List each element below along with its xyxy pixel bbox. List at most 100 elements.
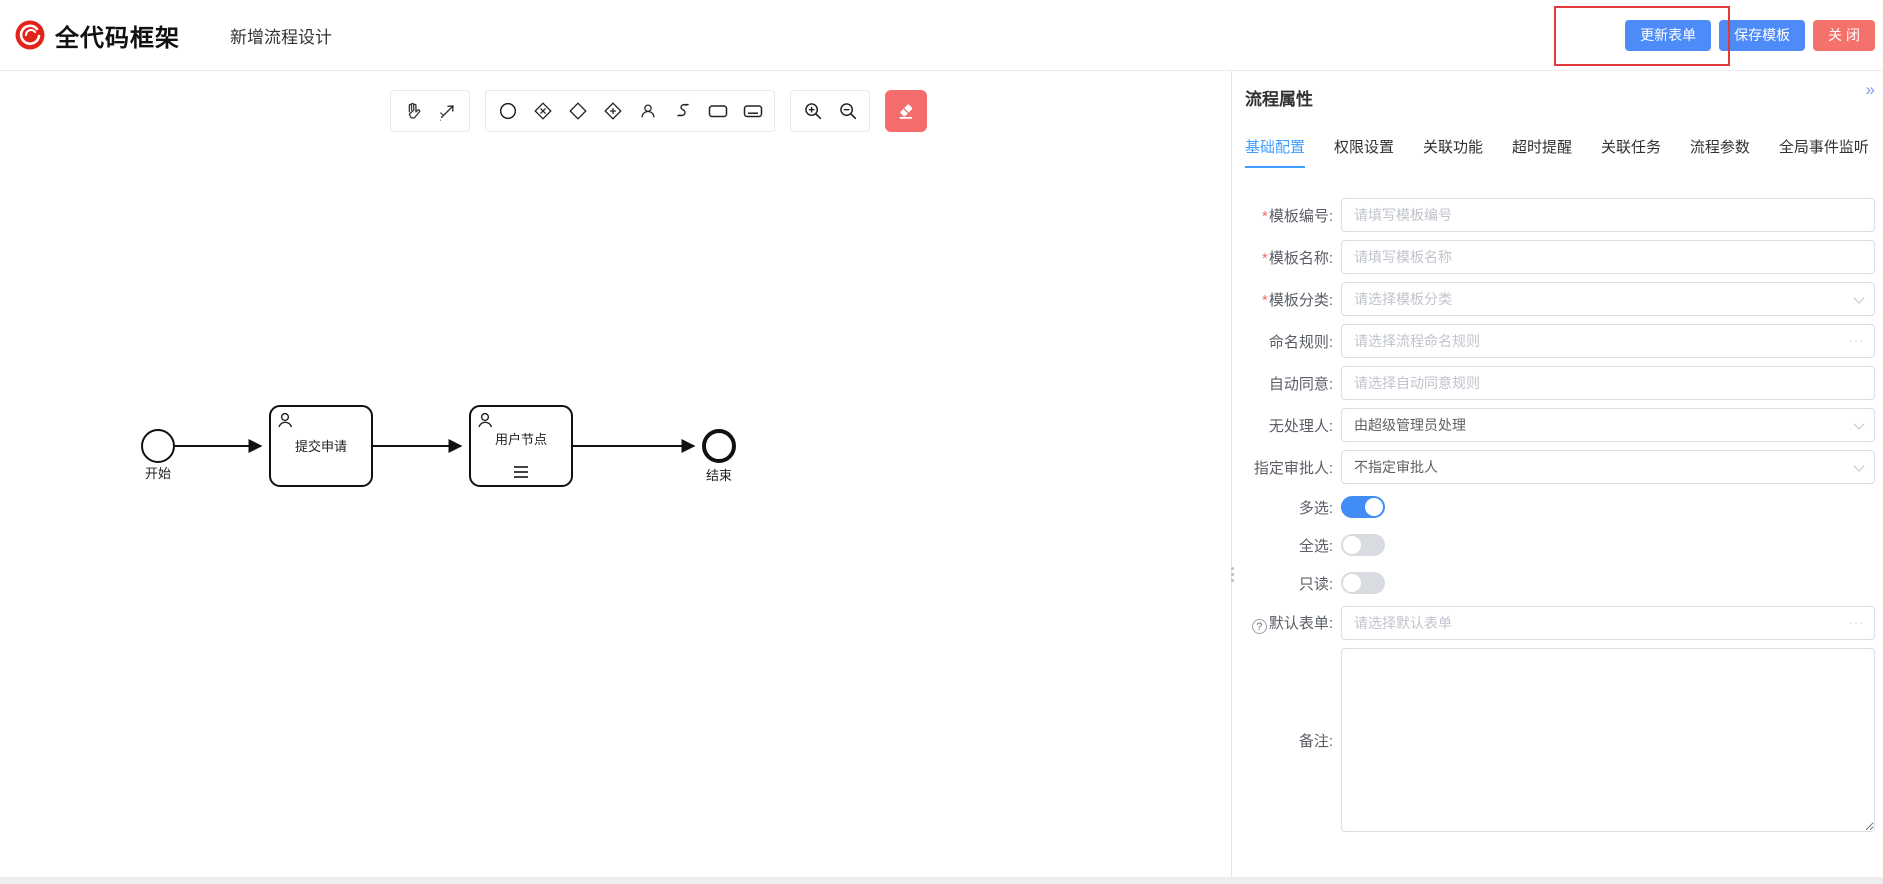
zoom-out-button[interactable]: [831, 95, 864, 128]
tab-global-event-listener[interactable]: 全局事件监听: [1778, 139, 1869, 156]
gateway-event-button[interactable]: [596, 95, 629, 128]
zoom-in-icon: [804, 103, 821, 120]
tool-group-zoom: [790, 90, 870, 132]
subprocess-button[interactable]: [666, 95, 699, 128]
multi-instance-marker-icon: [514, 466, 528, 478]
form-row-no-handler: 无处理人:: [1233, 408, 1875, 442]
form-row-default-form: ?默认表单: ···: [1233, 606, 1875, 640]
panel-title-row: 流程属性: [1233, 71, 1883, 110]
panel-resize-handle[interactable]: [1226, 560, 1238, 588]
user-task-marker-icon: [478, 412, 493, 428]
gateway-icon: [568, 102, 587, 120]
select-all-label: 全选:: [1298, 537, 1333, 555]
hand-tool-button[interactable]: [396, 95, 429, 128]
start-event-node[interactable]: 开始: [141, 429, 175, 481]
logo-text: 全代码框架: [55, 24, 180, 52]
clear-icon: [899, 104, 913, 119]
no-handler-select[interactable]: [1341, 408, 1875, 442]
form-row-select-all: 全选:: [1233, 530, 1875, 560]
readonly-label: 只读:: [1298, 575, 1333, 593]
select-all-toggle[interactable]: [1341, 534, 1385, 556]
form-row-auto-agree: 自动同意:: [1233, 366, 1875, 400]
header: 全代码框架 新增流程设计 更新表单 保存模板 关 闭: [0, 0, 1883, 71]
user-task-icon: [640, 104, 655, 118]
form-row-remark: 备注:: [1233, 648, 1875, 832]
default-form-label: ?默认表单:: [1233, 612, 1341, 635]
logo-icon: [15, 20, 45, 50]
process-designer-canvas[interactable]: 开始 提交申请 用户节点 结束: [0, 71, 1232, 877]
close-button[interactable]: 关 闭: [1813, 19, 1875, 51]
template-name-input[interactable]: [1341, 240, 1875, 274]
task-node-submit[interactable]: 提交申请: [269, 405, 373, 487]
default-form-input[interactable]: [1341, 606, 1875, 640]
form-row-assigned-approver: 指定审批人:: [1233, 450, 1875, 484]
process-properties-panel: 流程属性 » 基础配置 权限设置 关联功能 超时提醒 关联任务 流程参数 全局事…: [1233, 71, 1883, 877]
page-scrollbar-track: [0, 877, 1883, 884]
tab-permission-settings[interactable]: 权限设置: [1333, 139, 1394, 156]
participant-button[interactable]: [736, 95, 769, 128]
task-icon: [708, 105, 727, 118]
start-event-icon: [499, 102, 516, 120]
designer-toolbar: [390, 90, 927, 132]
bpmn-diagram: 开始 提交申请 用户节点 结束: [141, 405, 736, 487]
tab-related-tasks[interactable]: 关联任务: [1600, 139, 1661, 156]
panel-title: 流程属性: [1245, 90, 1313, 109]
template-name-label: *模板名称:: [1261, 249, 1333, 267]
zoom-out-icon: [839, 103, 856, 120]
form-row-multi-select: 多选:: [1233, 492, 1875, 522]
app-logo: 全代码框架: [14, 18, 180, 53]
tab-basic-config[interactable]: 基础配置: [1245, 136, 1306, 168]
gateway-button[interactable]: [561, 95, 594, 128]
naming-rule-label: 命名规则:: [1268, 333, 1333, 351]
clear-canvas-button[interactable]: [885, 90, 927, 132]
readonly-toggle[interactable]: [1341, 572, 1385, 594]
basic-config-form: *模板编号: *模板名称: *模板分类: 命名规则: ···: [1233, 198, 1883, 832]
tab-timeout-reminder[interactable]: 超时提醒: [1511, 139, 1572, 156]
tool-group-elements: [485, 90, 775, 132]
lasso-tool-icon: [439, 105, 454, 121]
lasso-tool-button[interactable]: [431, 95, 464, 128]
svg-text:提交申请: 提交申请: [295, 439, 347, 454]
form-row-naming-rule: 命名规则: ···: [1233, 324, 1875, 358]
form-row-readonly: 只读:: [1233, 568, 1875, 598]
tool-group-selection: [390, 90, 470, 132]
no-handler-label: 无处理人:: [1268, 417, 1333, 435]
save-template-button[interactable]: 保存模板: [1719, 19, 1806, 51]
assigned-approver-label: 指定审批人:: [1253, 459, 1333, 477]
tab-related-functions[interactable]: 关联功能: [1422, 139, 1483, 156]
form-row-template-category: *模板分类:: [1233, 282, 1875, 316]
start-event-button[interactable]: [491, 95, 524, 128]
end-event-node[interactable]: 结束: [702, 429, 736, 483]
page-title: 新增流程设计: [230, 27, 332, 47]
subprocess-icon: [676, 103, 689, 117]
participant-icon: [743, 105, 762, 118]
form-row-template-no: *模板编号:: [1233, 198, 1875, 232]
user-task-marker-icon: [278, 412, 293, 428]
remark-label: 备注:: [1298, 732, 1333, 750]
assigned-approver-select[interactable]: [1341, 450, 1875, 484]
template-category-select[interactable]: [1341, 282, 1875, 316]
auto-agree-label: 自动同意:: [1268, 375, 1333, 393]
panel-tabs: 基础配置 权限设置 关联功能 超时提醒 关联任务 流程参数 全局事件监听: [1233, 136, 1883, 168]
svg-text:结束: 结束: [706, 468, 732, 483]
remark-textarea[interactable]: [1341, 648, 1875, 832]
task-button[interactable]: [701, 95, 734, 128]
tab-process-parameters[interactable]: 流程参数: [1689, 139, 1750, 156]
multi-select-toggle[interactable]: [1341, 496, 1385, 518]
gateway-xor-button[interactable]: [526, 95, 559, 128]
naming-rule-input[interactable]: [1341, 324, 1875, 358]
template-category-label: *模板分类:: [1261, 291, 1333, 309]
template-no-label: *模板编号:: [1261, 207, 1333, 225]
auto-agree-input[interactable]: [1341, 366, 1875, 400]
header-actions: 更新表单 保存模板 关 闭: [1625, 19, 1875, 51]
task-node-user[interactable]: 用户节点: [469, 405, 573, 487]
svg-text:开始: 开始: [145, 466, 171, 481]
hand-tool-icon: [408, 102, 420, 119]
svg-text:用户节点: 用户节点: [495, 432, 547, 447]
collapse-panel-icon[interactable]: »: [1865, 80, 1875, 99]
gateway-event-icon: [603, 102, 622, 120]
template-no-input[interactable]: [1341, 198, 1875, 232]
update-form-button[interactable]: 更新表单: [1625, 19, 1712, 51]
user-task-button[interactable]: [631, 95, 664, 128]
zoom-in-button[interactable]: [796, 95, 829, 128]
